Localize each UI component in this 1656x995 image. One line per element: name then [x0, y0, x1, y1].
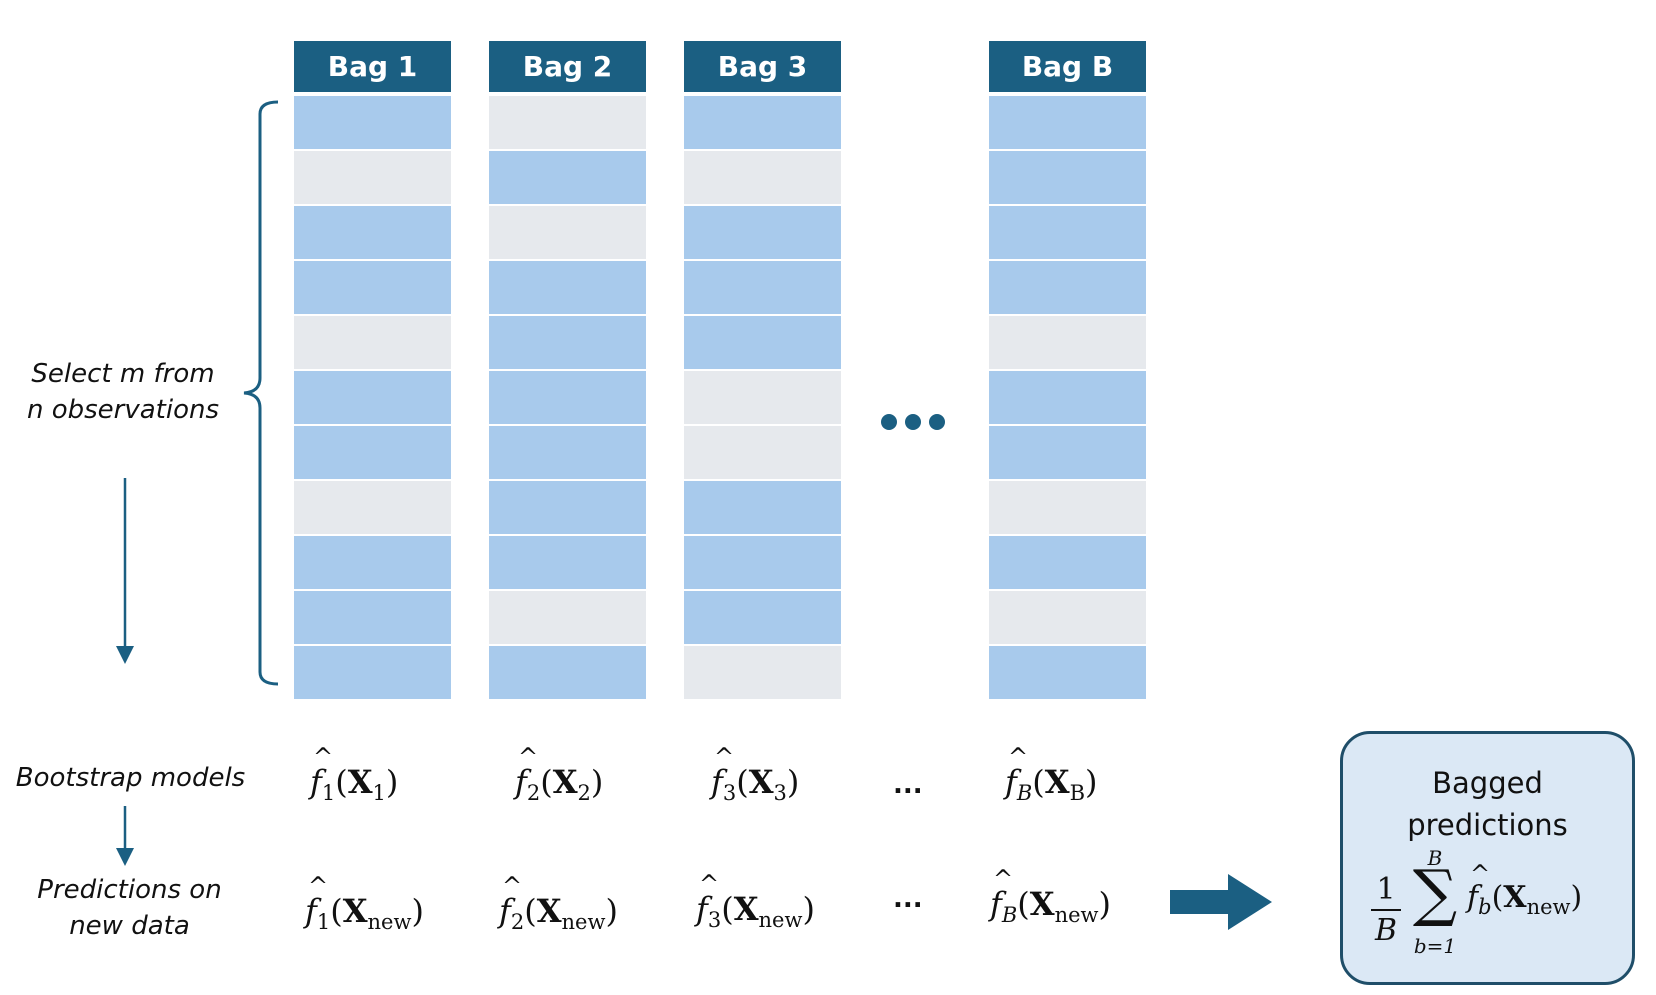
observation-cell-unselected — [684, 646, 841, 699]
model-b: fB(XB) — [1005, 743, 1098, 805]
predictions-label: Predictions on new data — [22, 872, 237, 944]
observation-cell-selected — [489, 646, 646, 699]
observation-cell-selected — [294, 206, 451, 259]
bagged-predictions-box: Bagged predictions 1 B B ∑ b=1 fb(Xnew) — [1340, 731, 1635, 985]
result-title-line-1: Bagged — [1432, 766, 1543, 800]
select-label-line-2: n observations — [26, 395, 220, 425]
bootstrap-models-label: Bootstrap models — [15, 763, 246, 793]
observation-cell-selected — [294, 591, 451, 644]
observation-cell-selected — [489, 371, 646, 424]
observation-cell-selected — [684, 316, 841, 369]
prediction-1: f1(Xnew) — [305, 872, 424, 934]
observation-cell-selected — [294, 261, 451, 314]
observation-cell-unselected — [489, 206, 646, 259]
observation-cell-selected — [294, 426, 451, 479]
predictions-label-line-1: Predictions on — [37, 875, 222, 905]
observation-cell-selected — [684, 536, 841, 589]
observation-cell-selected — [684, 96, 841, 149]
observation-cell-selected — [294, 371, 451, 424]
observation-cell-unselected — [489, 591, 646, 644]
observation-cell-unselected — [489, 96, 646, 149]
sum-lower-limit: b=1 — [1413, 934, 1457, 958]
fraction: 1 B — [1371, 872, 1401, 948]
bag-2-header: Bag 2 — [489, 41, 646, 92]
observation-cell-selected — [489, 426, 646, 479]
observation-cell-selected — [294, 646, 451, 699]
observation-cell-unselected — [989, 591, 1146, 644]
prediction-b: fB(Xnew) — [990, 865, 1111, 927]
bag-1-column — [294, 96, 451, 701]
bagged-formula: 1 B B ∑ b=1 fb(Xnew) — [1371, 846, 1621, 972]
observation-cell-unselected — [684, 371, 841, 424]
sum-upper-limit: B — [1427, 846, 1443, 870]
observation-cell-selected — [684, 206, 841, 259]
bag-b-column — [989, 96, 1146, 701]
observation-cell-unselected — [989, 316, 1146, 369]
bagged-term: fb(Xnew) — [1467, 860, 1582, 919]
bagged-predictions-title: Bagged predictions — [1343, 762, 1632, 846]
left-brace — [243, 100, 279, 686]
fraction-denominator: B — [1374, 913, 1398, 948]
columns-ellipsis-dots — [881, 414, 945, 430]
observation-cell-unselected — [294, 316, 451, 369]
prediction-3: f3(Xnew) — [696, 870, 815, 932]
model-2: f2(X2) — [515, 743, 603, 805]
bag-3-column — [684, 96, 841, 701]
fraction-numerator: 1 — [1376, 872, 1396, 907]
observation-cell-selected — [989, 536, 1146, 589]
aggregate-arrow — [1170, 874, 1272, 930]
prediction-2: f2(Xnew) — [499, 872, 618, 934]
observation-cell-selected — [989, 426, 1146, 479]
observation-cell-selected — [489, 316, 646, 369]
observation-cell-selected — [489, 151, 646, 204]
observation-cell-selected — [684, 591, 841, 644]
down-arrow-long — [116, 478, 134, 664]
observation-cell-selected — [489, 481, 646, 534]
observation-cell-selected — [294, 96, 451, 149]
observation-cell-selected — [989, 151, 1146, 204]
observation-cell-unselected — [989, 481, 1146, 534]
sum-symbol: ∑ — [1412, 856, 1458, 929]
predictions-ellipsis: ... — [893, 884, 923, 914]
observation-cell-selected — [989, 206, 1146, 259]
models-ellipsis: ... — [893, 770, 923, 800]
bag-2-column — [489, 96, 646, 701]
result-title-line-2: predictions — [1407, 808, 1568, 842]
observation-cell-unselected — [294, 481, 451, 534]
observation-cell-selected — [989, 96, 1146, 149]
predictions-label-line-2: new data — [69, 911, 190, 941]
observation-cell-unselected — [684, 426, 841, 479]
observation-cell-unselected — [294, 151, 451, 204]
model-1: f1(X1) — [310, 743, 398, 805]
observation-cell-selected — [489, 536, 646, 589]
observation-cell-selected — [989, 261, 1146, 314]
select-label-line-1: Select m from — [31, 359, 215, 389]
down-arrow-short — [116, 806, 134, 866]
observation-cell-selected — [489, 261, 646, 314]
observation-cell-selected — [684, 261, 841, 314]
observation-cell-unselected — [684, 151, 841, 204]
observation-cell-selected — [294, 536, 451, 589]
observation-cell-selected — [989, 646, 1146, 699]
bag-3-header: Bag 3 — [684, 41, 841, 92]
bag-b-header: Bag B — [989, 41, 1146, 92]
model-3: f3(X3) — [711, 743, 799, 805]
observation-cell-selected — [684, 481, 841, 534]
observation-cell-selected — [989, 371, 1146, 424]
select-label: Select m from n observations — [18, 356, 228, 428]
bag-1-header: Bag 1 — [294, 41, 451, 92]
